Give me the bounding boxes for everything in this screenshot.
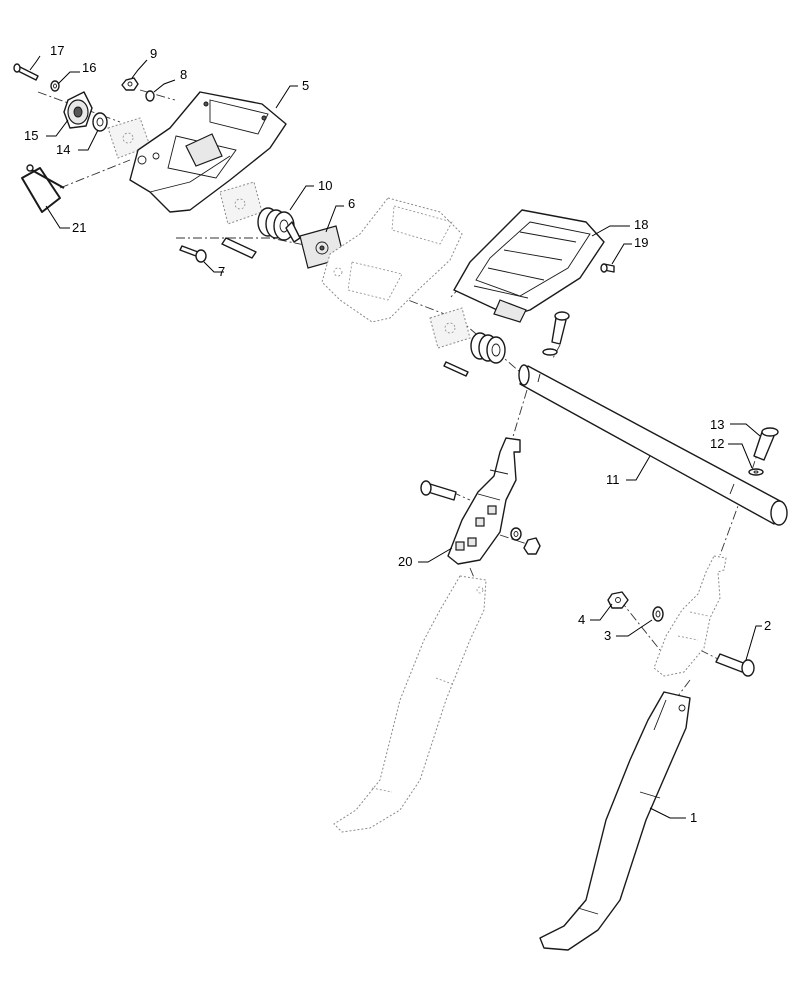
callout-18: 18 [634, 217, 648, 232]
callout-19: 19 [634, 235, 648, 250]
callout-6: 6 [348, 196, 355, 211]
lower-torsion-spring [443, 332, 506, 377]
callout-16: 16 [82, 60, 96, 75]
callout-14: 14 [56, 142, 70, 157]
part-3-washer [652, 606, 664, 622]
part-4-nut [607, 591, 629, 609]
callout-17: 17 [50, 43, 64, 58]
callout-13: 13 [710, 417, 724, 432]
callout-9: 9 [150, 46, 157, 61]
pedal-bracket-ghost [321, 197, 463, 323]
part-11-shaft [518, 364, 788, 526]
callout-1: 1 [690, 810, 697, 825]
part-17-bolt [13, 63, 39, 81]
callout-11: 11 [606, 472, 620, 487]
part-12-washer [748, 468, 764, 476]
part-9-nut [121, 77, 139, 91]
part-21-clip [21, 164, 65, 213]
part-13-bolt [753, 427, 779, 461]
callout-2: 2 [764, 618, 771, 633]
part-15-roller [63, 91, 93, 129]
callout-3: 3 [604, 628, 611, 643]
part-7-bolt [179, 245, 207, 263]
callout-7: 7 [218, 264, 225, 279]
callout-10: 10 [318, 178, 332, 193]
callout-15: 15 [24, 128, 38, 143]
part-8-washer [145, 90, 155, 102]
callout-4: 4 [578, 612, 585, 627]
part-2-bolt [715, 653, 755, 677]
leader-lines [29, 55, 762, 819]
arm-bolt [420, 480, 457, 501]
callout-labels: 17 16 9 8 5 15 14 21 10 6 7 18 19 13 12 … [24, 43, 771, 825]
shaft-bolt-upper [542, 311, 570, 356]
callout-8: 8 [180, 67, 187, 82]
spacer-plate-upper [107, 117, 151, 159]
part-10-torsion-spring [221, 207, 301, 259]
part-19-screw [600, 263, 615, 273]
spacer-plate-middle [219, 181, 263, 225]
spacer-plate-lower [429, 307, 471, 349]
arm-washer-nut [510, 527, 541, 555]
right-arm-bracket-ghost [653, 555, 727, 677]
part-14-bushing [92, 112, 108, 132]
part-20-arm-bracket [447, 437, 521, 565]
callout-12: 12 [710, 436, 724, 451]
callout-21: 21 [72, 220, 86, 235]
callout-5: 5 [302, 78, 309, 93]
left-pedal-arm [333, 575, 487, 833]
part-1-pedal-arm [539, 691, 691, 951]
part-16-washer [50, 80, 60, 92]
callout-20: 20 [398, 554, 412, 569]
part-18-pedal-pad [453, 209, 605, 323]
part-5-pedal-bracket [129, 91, 287, 213]
